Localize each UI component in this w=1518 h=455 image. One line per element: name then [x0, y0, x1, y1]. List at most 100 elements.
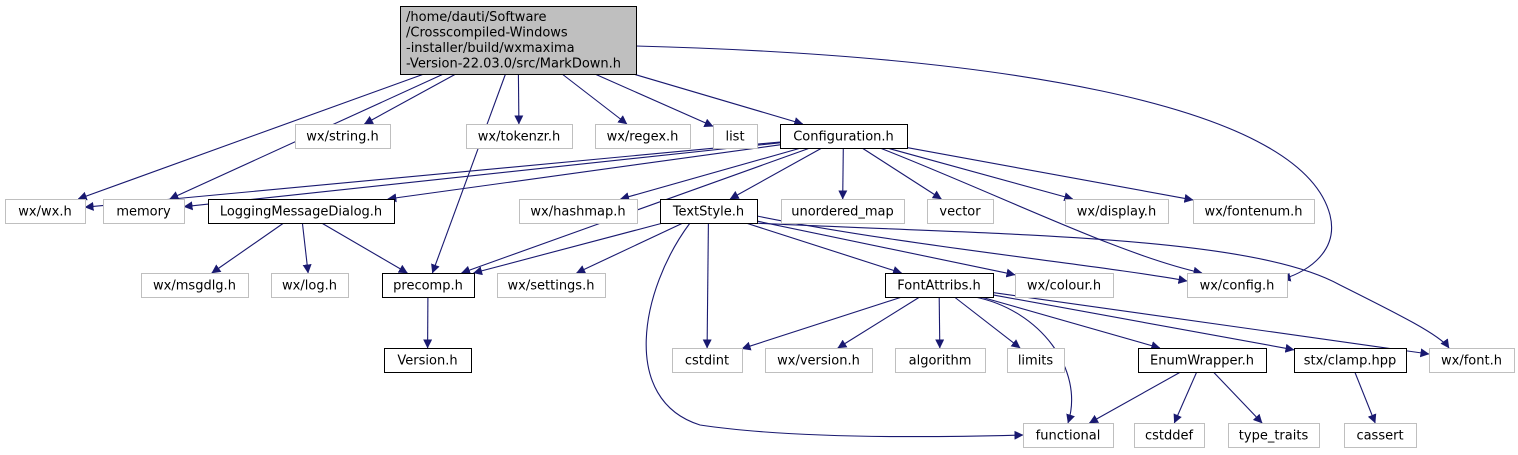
node-label: wx/tokenzr.h: [478, 130, 560, 145]
node-root[interactable]: /home/dauti/Software/Crosscompiled-Windo…: [400, 6, 637, 75]
edge-textstyle-wx_config: [756, 215, 1188, 284]
node-algorithm[interactable]: algorithm: [895, 348, 986, 373]
edge-configuration-logging: [387, 144, 781, 203]
node-box: [1134, 423, 1205, 448]
node-list[interactable]: list: [713, 124, 758, 149]
node-box: [1065, 199, 1169, 224]
node-label: cstddef: [1145, 429, 1194, 444]
node-box: [1429, 348, 1515, 373]
node-box: [781, 199, 905, 224]
node-box: [765, 348, 873, 373]
edge-fontattribs-algorithm: [935, 296, 945, 349]
edge-root-wx_tokenzr: [514, 73, 524, 125]
node-box: [595, 124, 691, 149]
edge-enumwrapper-type_traits: [1213, 371, 1263, 424]
node-wx-fontenum[interactable]: wx/fontenum.h: [1193, 199, 1315, 224]
node-wx-log[interactable]: wx/log.h: [271, 273, 349, 298]
node-cassert[interactable]: cassert: [1344, 423, 1417, 448]
node-box: [141, 273, 249, 298]
node-box: [1344, 423, 1417, 448]
node-label: precomp.h: [393, 279, 463, 294]
node-box: [1138, 348, 1267, 373]
edge-logging-precomp: [321, 222, 408, 274]
node-label: wx/log.h: [282, 279, 337, 294]
edge-enumwrapper-functional: [1089, 371, 1181, 424]
node-label: /Crosscompiled-Windows: [406, 26, 568, 41]
edge-enumwrapper-cstddef: [1173, 371, 1198, 424]
edge-root-wx_config: [635, 45, 1333, 282]
node-vector[interactable]: vector: [927, 199, 994, 224]
node-cstdint[interactable]: cstdint: [672, 348, 743, 373]
edge-configuration-wx_hashmap: [620, 147, 802, 202]
node-label: vector: [939, 205, 981, 220]
edge-stx_clamp-cassert: [1354, 371, 1377, 424]
node-label: Configuration.h: [793, 130, 894, 145]
node-memory[interactable]: memory: [103, 199, 185, 224]
node-label: -installer/build/wxmaxima: [406, 41, 575, 56]
node-textstyle[interactable]: TextStyle.h: [660, 199, 758, 224]
edge-root-wx_regex: [561, 73, 628, 125]
edge-configuration-vector: [861, 147, 942, 200]
node-box: [382, 273, 475, 298]
node-label: algorithm: [909, 354, 972, 369]
node-wx-regex[interactable]: wx/regex.h: [595, 124, 691, 149]
node-box: [5, 199, 86, 224]
node-label: wx/colour.h: [1027, 279, 1101, 294]
node-wx-string[interactable]: wx/string.h: [295, 124, 391, 149]
edge-logging-wx_msgdlg: [211, 222, 285, 274]
edge-textstyle-functional: [645, 222, 1024, 440]
node-wx-tokenzr[interactable]: wx/tokenzr.h: [466, 124, 573, 149]
node-wx-display[interactable]: wx/display.h: [1065, 199, 1169, 224]
node-box: [103, 199, 185, 224]
node-wx-colour[interactable]: wx/colour.h: [1015, 273, 1114, 298]
node-box: [271, 273, 349, 298]
node-enumwrapper[interactable]: EnumWrapper.h: [1138, 348, 1267, 373]
node-fontattribs[interactable]: FontAttribs.h: [885, 273, 994, 298]
node-version[interactable]: Version.h: [384, 348, 472, 373]
node-functional[interactable]: functional: [1023, 423, 1114, 448]
edge-configuration-textstyle: [729, 147, 823, 200]
node-logging[interactable]: LoggingMessageDialog.h: [208, 199, 395, 224]
node-box: [885, 273, 994, 298]
node-label: wx/fontenum.h: [1204, 205, 1302, 220]
node-box: [400, 6, 637, 75]
edge-fontattribs-functional: [974, 296, 1075, 424]
node-limits[interactable]: limits: [1007, 348, 1065, 373]
node-label: functional: [1036, 429, 1101, 444]
node-wx-hashmap[interactable]: wx/hashmap.h: [519, 199, 638, 224]
node-box: [1294, 348, 1407, 373]
node-box: [497, 273, 606, 298]
node-label: LoggingMessageDialog.h: [220, 205, 382, 220]
edge-fontattribs-enumwrapper: [980, 296, 1161, 350]
node-label: wx/string.h: [306, 130, 378, 145]
edge-root-wx_string: [364, 73, 457, 125]
node-cstddef[interactable]: cstddef: [1134, 423, 1205, 448]
node-label: wx/wx.h: [18, 205, 71, 220]
edge-textstyle-wx_colour: [756, 220, 1016, 278]
edge-root-list: [594, 73, 714, 127]
node-wx-wx[interactable]: wx/wx.h: [5, 199, 86, 224]
node-unordered-map[interactable]: unordered_map: [781, 199, 905, 224]
node-wx-font[interactable]: wx/font.h: [1429, 348, 1515, 373]
node-label: wx/settings.h: [508, 279, 595, 294]
node-wx-config[interactable]: wx/config.h: [1187, 273, 1288, 298]
node-wx-msgdlg[interactable]: wx/msgdlg.h: [141, 273, 249, 298]
edge-configuration-wx_display: [887, 147, 1074, 202]
node-wx-settings[interactable]: wx/settings.h: [497, 273, 606, 298]
edge-fontattribs-stx_clamp: [992, 294, 1295, 353]
node-configuration[interactable]: Configuration.h: [780, 124, 908, 149]
node-box: [1007, 348, 1065, 373]
node-wx-version[interactable]: wx/version.h: [765, 348, 873, 373]
node-type-traits[interactable]: type_traits: [1228, 423, 1320, 448]
node-precomp[interactable]: precomp.h: [382, 273, 475, 298]
node-box: [1228, 423, 1320, 448]
node-label: wx/hashmap.h: [530, 205, 625, 220]
node-box: [519, 199, 638, 224]
edge-fontattribs-cstdint: [741, 296, 903, 351]
node-label: EnumWrapper.h: [1150, 354, 1254, 369]
node-box: [895, 348, 986, 373]
node-label: wx/font.h: [1441, 354, 1502, 369]
node-box: [295, 124, 391, 149]
node-stx-clamp[interactable]: stx/clamp.hpp: [1294, 348, 1407, 373]
node-label: wx/version.h: [777, 354, 860, 369]
